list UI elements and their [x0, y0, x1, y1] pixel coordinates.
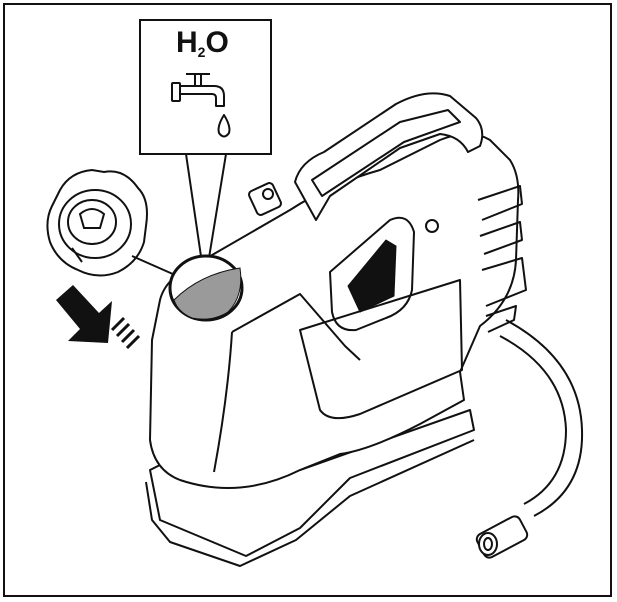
pressure-washer-tank-icon — [145, 92, 527, 567]
hose-icon — [475, 319, 584, 559]
water-tap-icon — [171, 73, 231, 138]
tank-cap-icon — [46, 168, 201, 287]
water-formula-label: H2O — [176, 26, 229, 60]
formula-h: H — [176, 26, 198, 59]
formula-subscript: 2 — [197, 44, 206, 60]
tank-fill-opening — [168, 254, 244, 322]
formula-o: O — [205, 26, 229, 59]
direction-arrow-icon — [56, 285, 141, 350]
